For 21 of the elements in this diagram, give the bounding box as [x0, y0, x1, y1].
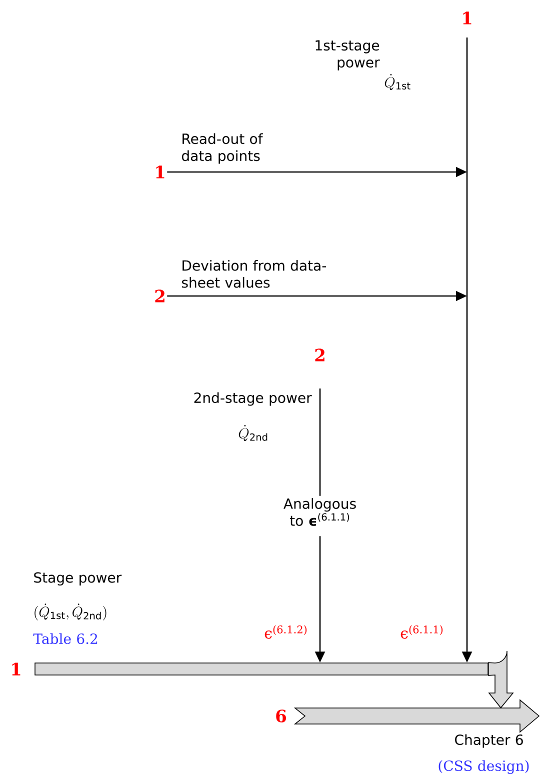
edge-label: ϵ$^{(6.1.2)}$: [263, 624, 309, 640]
step-number: 1: [156, 166, 164, 178]
node-caption: Chapter 6: [455, 734, 523, 748]
step-number: 2: [315, 348, 324, 362]
edge-label: ϵ$^{(6.1.1)}$: [399, 624, 445, 640]
formula: $(\dot{Q}_{\mathrm{1st}},\dot{Q}_{\mathrm{2nd}})$: [34, 604, 106, 620]
bent-arrow: [488, 650, 514, 708]
step-number: 2: [155, 290, 164, 302]
node-caption: 1st-stage power: [316, 40, 380, 70]
note-text: Analogous to ϵ$^{(6.1.1)}$: [284, 498, 356, 526]
node-caption: Stage power: [34, 572, 122, 586]
step-number: 6: [276, 710, 286, 722]
step-number: 1: [463, 12, 472, 24]
node-caption: (CSS design): [438, 760, 529, 774]
node-caption: Table 6.2: [33, 633, 98, 644]
formula: $\dot{Q}_{\mathrm{2nd}}$: [238, 425, 268, 441]
formula: $\dot{Q}_{\mathrm{1st}}$: [384, 74, 410, 90]
node-caption: Deviation from data-sheet values: [182, 260, 326, 288]
node-caption: Read-out of data points: [182, 133, 264, 164]
node-caption: 2nd-stage power: [194, 392, 312, 406]
step-number: 1: [12, 662, 20, 676]
